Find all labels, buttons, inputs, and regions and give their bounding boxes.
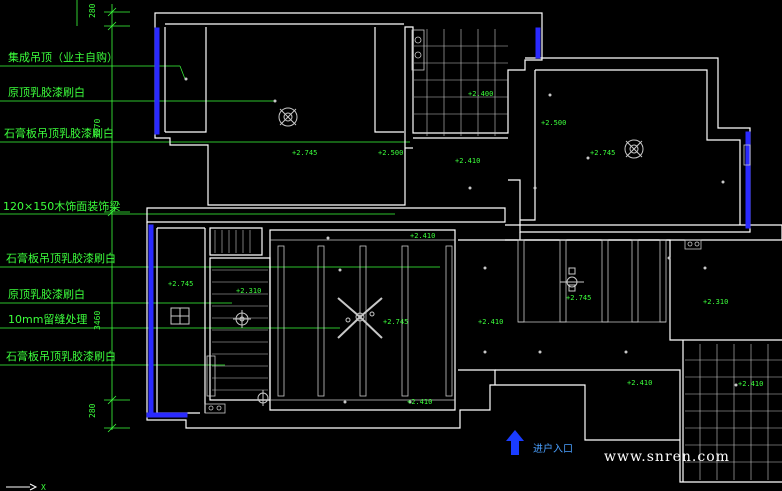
downlights [184, 77, 738, 404]
elevation-left-room: +2.745 [168, 280, 193, 288]
kitchen-ceiling-grid [414, 29, 508, 136]
elevation-dining: +2.745 [566, 294, 591, 302]
ucs-axis-icon [6, 483, 38, 491]
elevation-living-lower: +2.410 [407, 398, 432, 406]
entrance-arrow-icon [506, 430, 524, 455]
elevation-stair: +2.310 [236, 287, 261, 295]
watermark: www.snren.com [604, 449, 730, 465]
note-gypsum-ceiling-paint-3: 石膏板吊顶乳胶漆刷白 [6, 349, 116, 363]
entrance-label: 进户入口 [533, 442, 573, 455]
windows [146, 27, 751, 418]
note-leaders [0, 65, 440, 366]
vent-square [170, 307, 190, 325]
note-original-ceiling-paint-2: 原顶乳胶漆刷白 [8, 287, 85, 301]
stair-treads [212, 230, 268, 391]
elevation-bathroom: +2.410 [738, 380, 763, 388]
elevation-labels: +2.400 +2.500 +2.745 +2.500 +2.410 +2.74… [168, 90, 763, 406]
dimension-chain [76, 0, 130, 433]
ceiling-lamp-icon [278, 107, 298, 127]
chandelier-icon [560, 267, 584, 292]
elevation-hall-center: +2.410 [478, 318, 503, 326]
dimension-lower-3460: 3460 [93, 311, 102, 330]
chandelier-icon [337, 297, 383, 339]
elevation-entry: +2.410 [627, 379, 652, 387]
walls [146, 12, 782, 483]
elevation-beam-band: +2.410 [410, 232, 435, 240]
elevation-bedroom-1: +2.745 [292, 149, 317, 157]
note-original-ceiling-paint: 原顶乳胶漆刷白 [8, 85, 85, 99]
note-10mm-gap: 10mm留缝处理 [8, 312, 87, 326]
elevation-right-room: +2.310 [703, 298, 728, 306]
note-gypsum-ceiling-paint-2: 石膏板吊顶乳胶漆刷白 [6, 251, 116, 265]
dimension-bottom-280: 280 [88, 403, 97, 418]
note-wood-beam: 120×150木饰面装饰梁 [3, 199, 120, 213]
elevation-bedroom-2: +2.745 [590, 149, 615, 157]
dimension-top-280: 280 [88, 3, 97, 18]
elevation-corridor: +2.500 [378, 149, 403, 157]
note-gypsum-ceiling-paint: 石膏板吊顶乳胶漆刷白 [4, 126, 114, 140]
ceiling-lamp-icon [233, 310, 251, 328]
note-integrated-ceiling: 集成吊顶（业主自购） [8, 50, 118, 64]
elevation-living: +2.745 [383, 318, 408, 326]
wood-beams [270, 239, 667, 401]
ceiling-lamp-icon [624, 139, 644, 159]
elevation-hall-upper: +2.410 [455, 157, 480, 165]
dimension-upper-3270: 3270 [93, 119, 102, 138]
small-lamp-icon [257, 390, 269, 406]
ucs-axis-x-letter: X [41, 483, 46, 491]
elevation-bedroom-2-a: +2.500 [541, 119, 566, 127]
bathroom-ceiling-grid [685, 344, 782, 480]
elevation-kitchen: +2.400 [468, 90, 493, 98]
fixtures [204, 29, 751, 414]
